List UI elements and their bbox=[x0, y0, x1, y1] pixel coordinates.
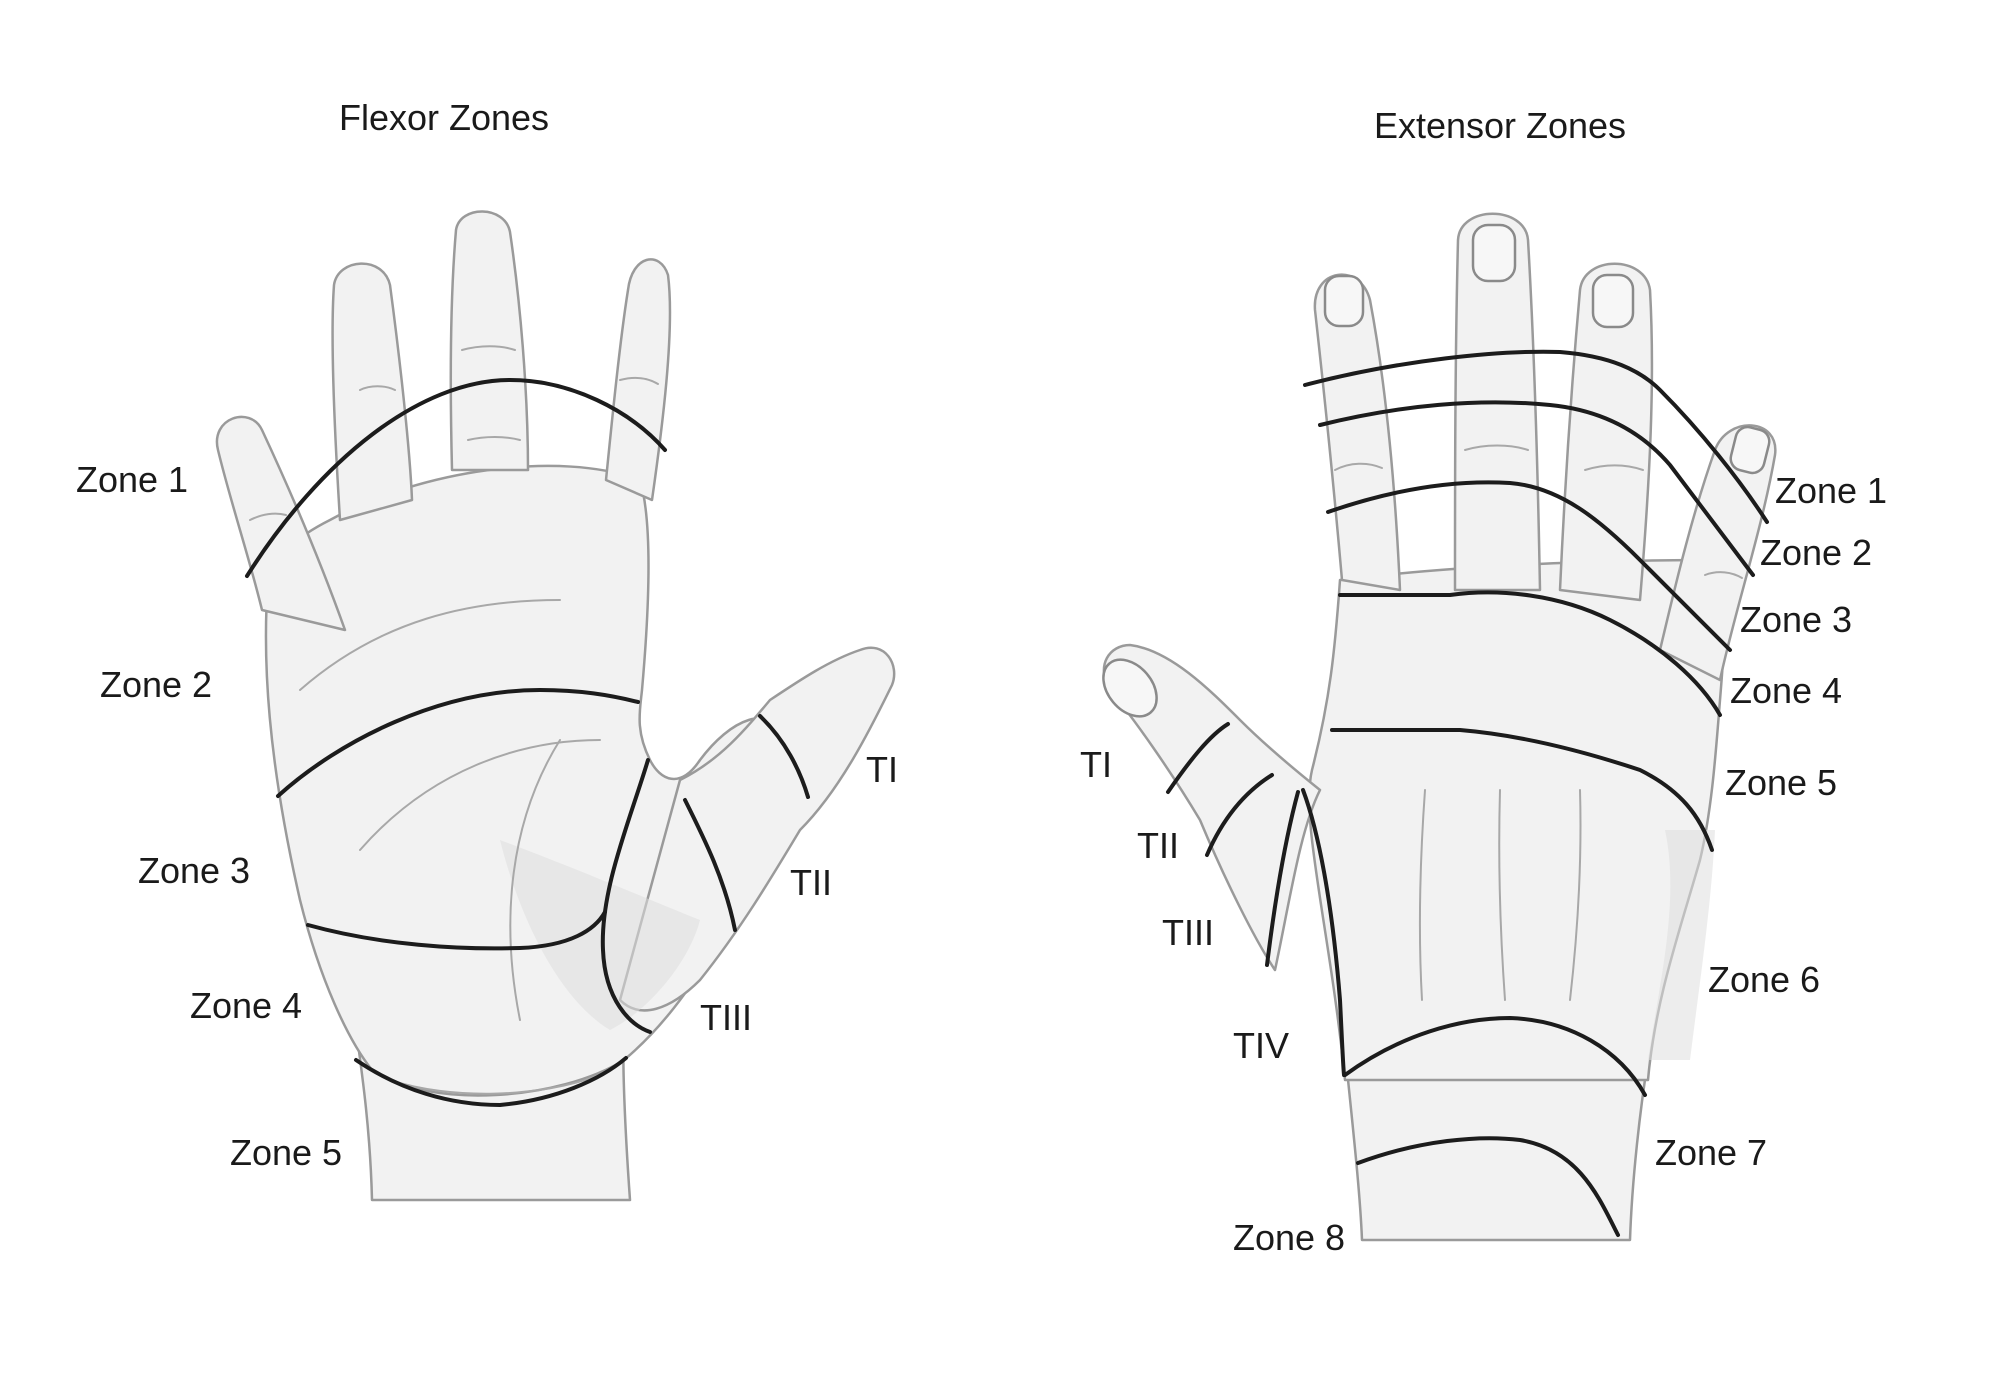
extensor-thumb-ti-label: TI bbox=[1080, 744, 1112, 785]
finger-crease-2 bbox=[461, 345, 516, 351]
extensor-zone-7-label: Zone 7 bbox=[1655, 1132, 1767, 1173]
flexor-thumb-line-3 bbox=[600, 758, 652, 1034]
dorsal-hand-illustration bbox=[1102, 212, 1777, 1242]
palm-crease-head bbox=[359, 739, 601, 851]
dorsal-knuckle-crease-4 bbox=[1704, 571, 1743, 579]
extensor-thumb-line-4 bbox=[1301, 788, 1346, 1077]
extensor-line-2 bbox=[1318, 400, 1755, 577]
palm-crease-heart bbox=[299, 599, 561, 691]
dorsal-tendon-3 bbox=[1569, 789, 1582, 1001]
flexor-line-2 bbox=[276, 687, 640, 798]
extensor-zone-5-label: Zone 5 bbox=[1725, 762, 1837, 803]
flexor-zone-4-label: Zone 4 bbox=[190, 985, 302, 1026]
extensor-thumb-tii-label: TII bbox=[1137, 825, 1179, 866]
dorsal-thumb-nail bbox=[1102, 658, 1158, 718]
palm-ring-finger bbox=[331, 262, 414, 522]
finger-crease-4 bbox=[249, 512, 287, 521]
extensor-line-6 bbox=[1343, 1015, 1647, 1097]
dorsal-knuckle-crease-2 bbox=[1464, 444, 1529, 451]
extensor-line-5 bbox=[1330, 728, 1714, 852]
extensor-zone-8-label: Zone 8 bbox=[1233, 1217, 1345, 1258]
flexor-line-1 bbox=[245, 377, 667, 578]
flexor-line-3 bbox=[306, 910, 607, 951]
extensor-zone-2-label: Zone 2 bbox=[1760, 532, 1872, 573]
dorsal-knuckle-crease-1 bbox=[1334, 462, 1383, 471]
dorsal-forearm bbox=[1343, 1048, 1650, 1242]
extensor-hand-diagram: Extensor Zones bbox=[1080, 105, 1887, 1258]
extensor-thumb-tiv-label: TIV bbox=[1233, 1025, 1289, 1066]
flexor-thumb-tiii-label: TIII bbox=[700, 997, 752, 1038]
finger-crease-3 bbox=[619, 376, 659, 385]
dorsal-tendon-1 bbox=[1418, 789, 1426, 1001]
extensor-thumb-tiii-label: TIII bbox=[1162, 912, 1214, 953]
flexor-zone-5-label: Zone 5 bbox=[230, 1132, 342, 1173]
flexor-zone-1-label: Zone 1 bbox=[76, 459, 188, 500]
extensor-zone-4-label: Zone 4 bbox=[1730, 670, 1842, 711]
extensor-title: Extensor Zones bbox=[1374, 105, 1626, 146]
palm-crease-wrist-1 bbox=[389, 1074, 601, 1095]
flexor-thumb-line-1 bbox=[758, 714, 810, 799]
extensor-zone-labels: Zone 1 Zone 2 Zone 3 Zone 4 Zone 5 Zone … bbox=[1080, 470, 1887, 1258]
flexor-zone-lines bbox=[245, 377, 810, 1108]
flexor-thumb-ti-label: TI bbox=[866, 749, 898, 790]
extensor-zone-1-label: Zone 1 bbox=[1775, 470, 1887, 511]
extensor-line-7 bbox=[1356, 1136, 1620, 1237]
palm-crease-life bbox=[509, 739, 561, 1021]
flexor-line-4 bbox=[354, 1056, 628, 1108]
flexor-zone-3-label: Zone 3 bbox=[138, 850, 250, 891]
dorsal-middle-nail bbox=[1471, 223, 1517, 283]
flexor-hand-diagram: Flexor Zones bbox=[76, 97, 898, 1202]
palm-little-finger bbox=[215, 415, 347, 632]
finger-crease-1 bbox=[359, 385, 396, 391]
palm-hand-illustration bbox=[215, 210, 896, 1202]
extensor-zone-3-label: Zone 3 bbox=[1740, 599, 1852, 640]
palm-middle-finger bbox=[449, 210, 530, 472]
flexor-thumb-tii-label: TII bbox=[790, 862, 832, 903]
extensor-line-1 bbox=[1303, 349, 1769, 524]
dorsal-index-nail bbox=[1323, 274, 1365, 328]
flexor-thumb-line-2 bbox=[683, 798, 737, 932]
extensor-thumb-line-2 bbox=[1205, 773, 1274, 857]
extensor-zone-lines bbox=[1166, 349, 1769, 1237]
extensor-thumb-line-3 bbox=[1265, 790, 1300, 967]
dorsal-side-shade bbox=[1648, 830, 1715, 1060]
flexor-title: Flexor Zones bbox=[339, 97, 549, 138]
extensor-line-3 bbox=[1326, 480, 1732, 652]
flexor-zone-labels: Zone 1 Zone 2 Zone 3 Zone 4 Zone 5 TI TI… bbox=[76, 459, 898, 1173]
dorsal-tendon-2 bbox=[1498, 789, 1506, 1001]
dorsal-little-nail bbox=[1729, 425, 1771, 475]
dorsal-ring-finger bbox=[1558, 262, 1654, 602]
finger-crease-5 bbox=[467, 436, 521, 441]
extensor-thumb-line-1 bbox=[1166, 722, 1230, 794]
dorsal-ring-nail bbox=[1591, 273, 1635, 329]
extensor-zone-6-label: Zone 6 bbox=[1708, 959, 1820, 1000]
dorsal-knuckle-crease-3 bbox=[1584, 464, 1644, 471]
flexor-zone-2-label: Zone 2 bbox=[100, 664, 212, 705]
palm-thenar-shade bbox=[500, 840, 700, 1030]
extensor-line-4 bbox=[1338, 590, 1722, 717]
palm-index-finger bbox=[604, 258, 672, 502]
